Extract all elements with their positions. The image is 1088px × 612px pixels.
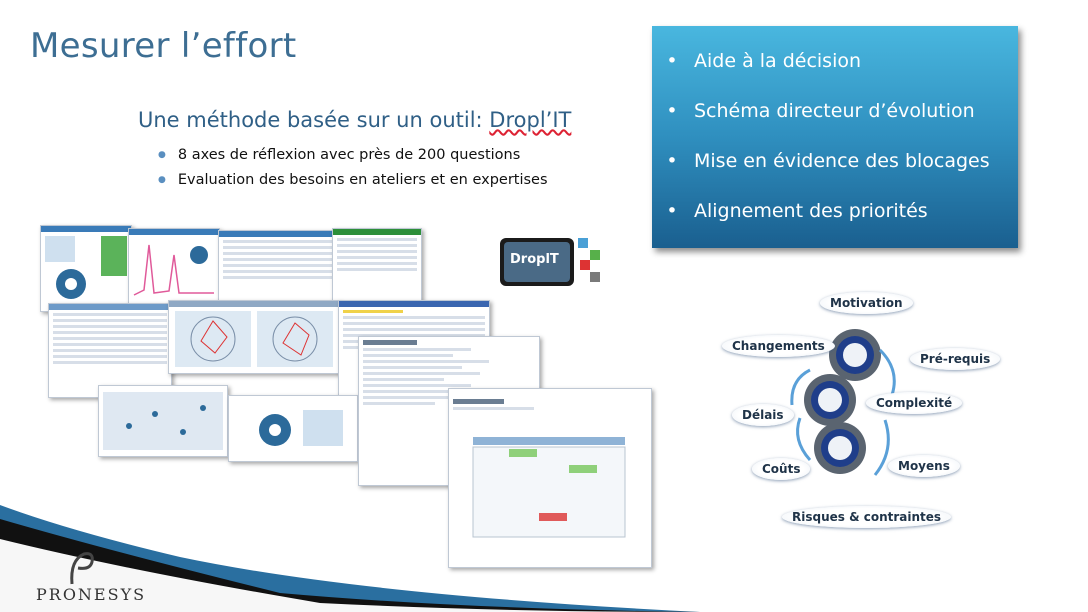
subtitle-brand: Dropl’IT (489, 108, 572, 132)
label-prerequis: Pré-requis (910, 348, 1001, 370)
bullet-item: ● 8 axes de réflexion avec près de 200 qu… (158, 147, 548, 163)
thumbnail-dashboard (40, 225, 132, 312)
gear-icon (804, 374, 856, 426)
bullet-list: ● 8 axes de réflexion avec près de 200 qu… (158, 147, 548, 197)
droplit-logo-icon (500, 238, 600, 286)
slide-title: Mesurer l’effort (30, 26, 297, 66)
benefit-text: Schéma directeur d’évolution (694, 100, 975, 122)
thumbnail-process (228, 395, 358, 462)
bullet-marker-icon: ● (158, 175, 166, 185)
droplit-logo-text: DroplT (510, 252, 559, 267)
benefit-item: • Schéma directeur d’évolution (662, 100, 1018, 150)
bullet-item: ● Evaluation des besoins en ateliers et e… (158, 172, 548, 188)
label-complexite: Complexité (866, 392, 963, 414)
curved-arrow-icon (790, 368, 811, 406)
bullet-dot-icon: • (666, 200, 678, 222)
radar-chart-icon (175, 311, 333, 367)
benefit-item: • Aide à la décision (662, 50, 1018, 100)
droplit-logo (498, 234, 606, 290)
bullet-marker-icon: ● (158, 150, 166, 160)
pronesys-logo-icon (70, 552, 94, 585)
table-grid-icon (472, 437, 626, 538)
bullet-text: 8 axes de réflexion avec près de 200 que… (177, 147, 521, 163)
thumbnail-spreadsheet (48, 303, 172, 398)
benefits-list: • Aide à la décision • Schéma directeur d’… (652, 26, 1018, 250)
bullet-dot-icon: • (666, 100, 678, 122)
thumbnail-scatter (98, 385, 228, 457)
company-name: PRONESYS (36, 585, 147, 604)
subtitle-prefix: Une méthode basée sur un outil: (138, 108, 490, 132)
thumbnail-document-table (448, 388, 652, 568)
curved-arrow-icon (873, 419, 890, 476)
curved-arrow-icon (878, 348, 896, 396)
label-risques: Risques & contraintes (782, 506, 952, 528)
bullet-dot-icon: • (666, 50, 678, 72)
slide-subtitle: Une méthode basée sur un outil: Dropl’IT (138, 108, 571, 132)
gear-chart-icon (45, 236, 127, 299)
bullet-text: Evaluation des besoins en ateliers et en… (177, 172, 548, 188)
scatter-chart-icon (103, 392, 223, 450)
gears-process-icon (259, 410, 343, 446)
label-couts: Coûts (752, 458, 811, 480)
benefit-text: Alignement des priorités (694, 200, 928, 222)
label-delais: Délais (732, 404, 794, 426)
benefit-item: • Mise en évidence des blocages (662, 150, 1018, 200)
gear-diagram (790, 329, 896, 476)
gear-icon (814, 422, 866, 474)
curved-arrow-icon (796, 417, 812, 462)
gear-icon (829, 329, 881, 381)
label-moyens: Moyens (888, 455, 960, 477)
spike-chart-icon (133, 244, 214, 296)
bullet-dot-icon: • (666, 150, 678, 172)
thumbnail-table (332, 228, 422, 302)
benefits-panel: • Aide à la décision • Schéma directeur d’… (652, 26, 1018, 248)
thumbnail-radar (168, 300, 340, 374)
benefit-text: Mise en évidence des blocages (694, 150, 990, 172)
label-changements: Changements (722, 335, 835, 357)
thumbnail-chart (128, 228, 220, 310)
footer-swoosh (0, 505, 700, 612)
label-motivation: Motivation (820, 292, 913, 314)
benefit-text: Aide à la décision (694, 50, 862, 72)
benefit-item: • Alignement des priorités (662, 200, 1018, 250)
thumbnail-table (218, 230, 338, 307)
